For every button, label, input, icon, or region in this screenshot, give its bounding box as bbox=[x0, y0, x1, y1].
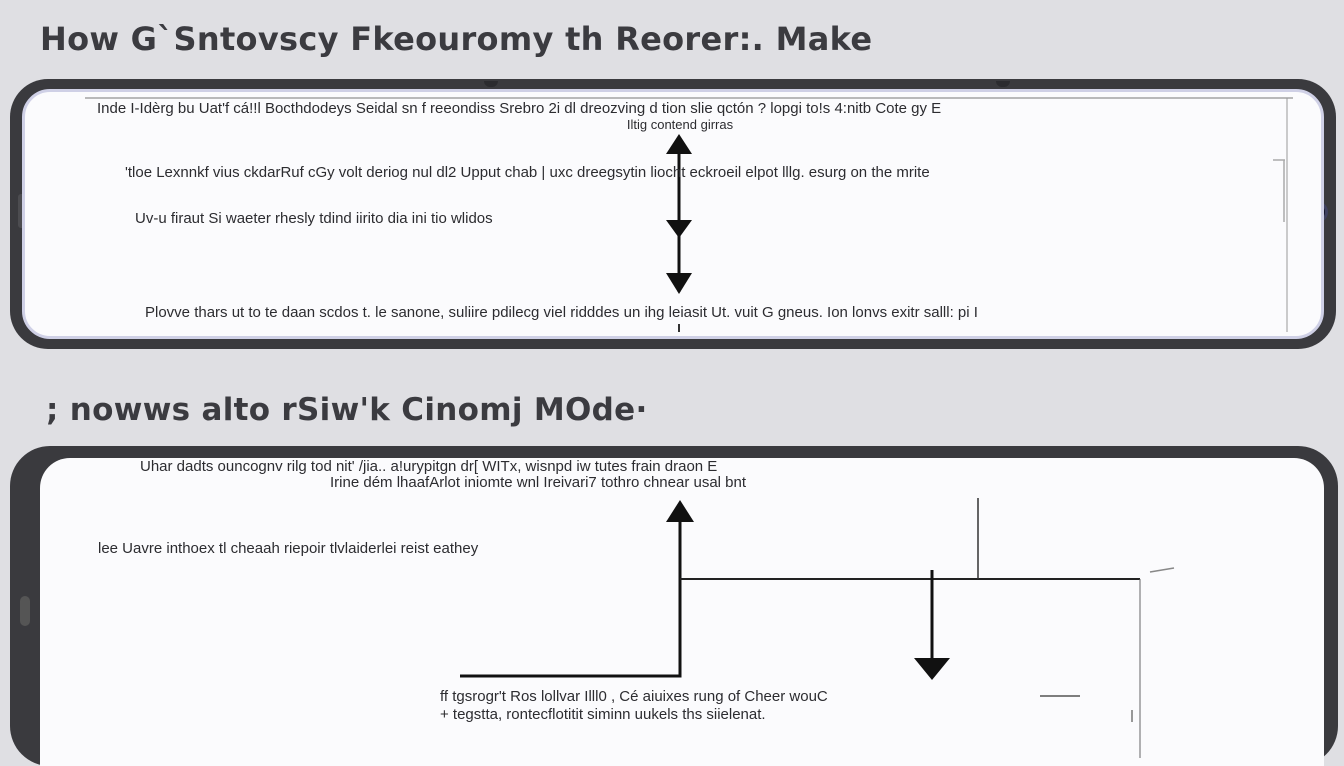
arrow-down-head bbox=[914, 658, 950, 680]
screen-bottom: Uhar dadts ouncognv rilg tod nit' /jia..… bbox=[40, 458, 1324, 766]
section-title-top: How G`Sntovscy Fkeouromy th Reorer:. Mak… bbox=[40, 20, 873, 58]
phone-frame-top: Inde I-Idèrg bu Uat'f cá!!l Bocthdodeys … bbox=[10, 79, 1336, 349]
phone-frame-bottom: Uhar dadts ouncognv rilg tod nit' /jia..… bbox=[10, 446, 1338, 766]
section-title-bottom: ; nowws alto rSiw'k Cinomj MOde· bbox=[46, 392, 648, 428]
text-line-2: lee Uavre inthoex tl cheaah riepoir tlvl… bbox=[98, 540, 479, 557]
text-line-1: Uhar dadts ouncognv rilg tod nit' /jia..… bbox=[140, 458, 718, 475]
side-button-left bbox=[20, 596, 30, 626]
text-line-4: Plovve thars ut to te daan scdos t. le s… bbox=[145, 304, 978, 321]
text-line-1b: Iltig contend girras bbox=[626, 117, 734, 132]
text-line-3: Uv-u firaut Si waeter rhesly tdind iirit… bbox=[135, 210, 493, 227]
arrow-down-head bbox=[666, 273, 692, 294]
connector-left-path bbox=[460, 508, 682, 678]
text-line-1: Inde I-Idèrg bu Uat'f cá!!l Bocthdodeys … bbox=[97, 100, 942, 117]
text-line-3: ff tgsrogr't Ros lollvar Illl0 , Cé aiui… bbox=[440, 688, 828, 705]
notch-left bbox=[484, 81, 498, 87]
arrow-up-head bbox=[666, 500, 694, 522]
text-line-4: + tegstta, rontecflotitit siminn uukels … bbox=[440, 706, 766, 723]
arrow-down-head-mid bbox=[666, 220, 692, 238]
text-line-1b: Irine dém lhaafArlot iniomte wnl Ireivar… bbox=[330, 474, 747, 491]
flow-diagram-top bbox=[85, 97, 1293, 332]
screen-top: Inde I-Idèrg bu Uat'f cá!!l Bocthdodeys … bbox=[22, 89, 1324, 339]
text-line-2: 'tloe Lexnnkf vius ckdarRuf cGy volt der… bbox=[125, 164, 930, 181]
arrow-up-head bbox=[666, 134, 692, 154]
flow-diagram-bottom bbox=[460, 498, 1175, 758]
dash-right bbox=[1149, 567, 1175, 573]
notch-right bbox=[996, 81, 1010, 87]
